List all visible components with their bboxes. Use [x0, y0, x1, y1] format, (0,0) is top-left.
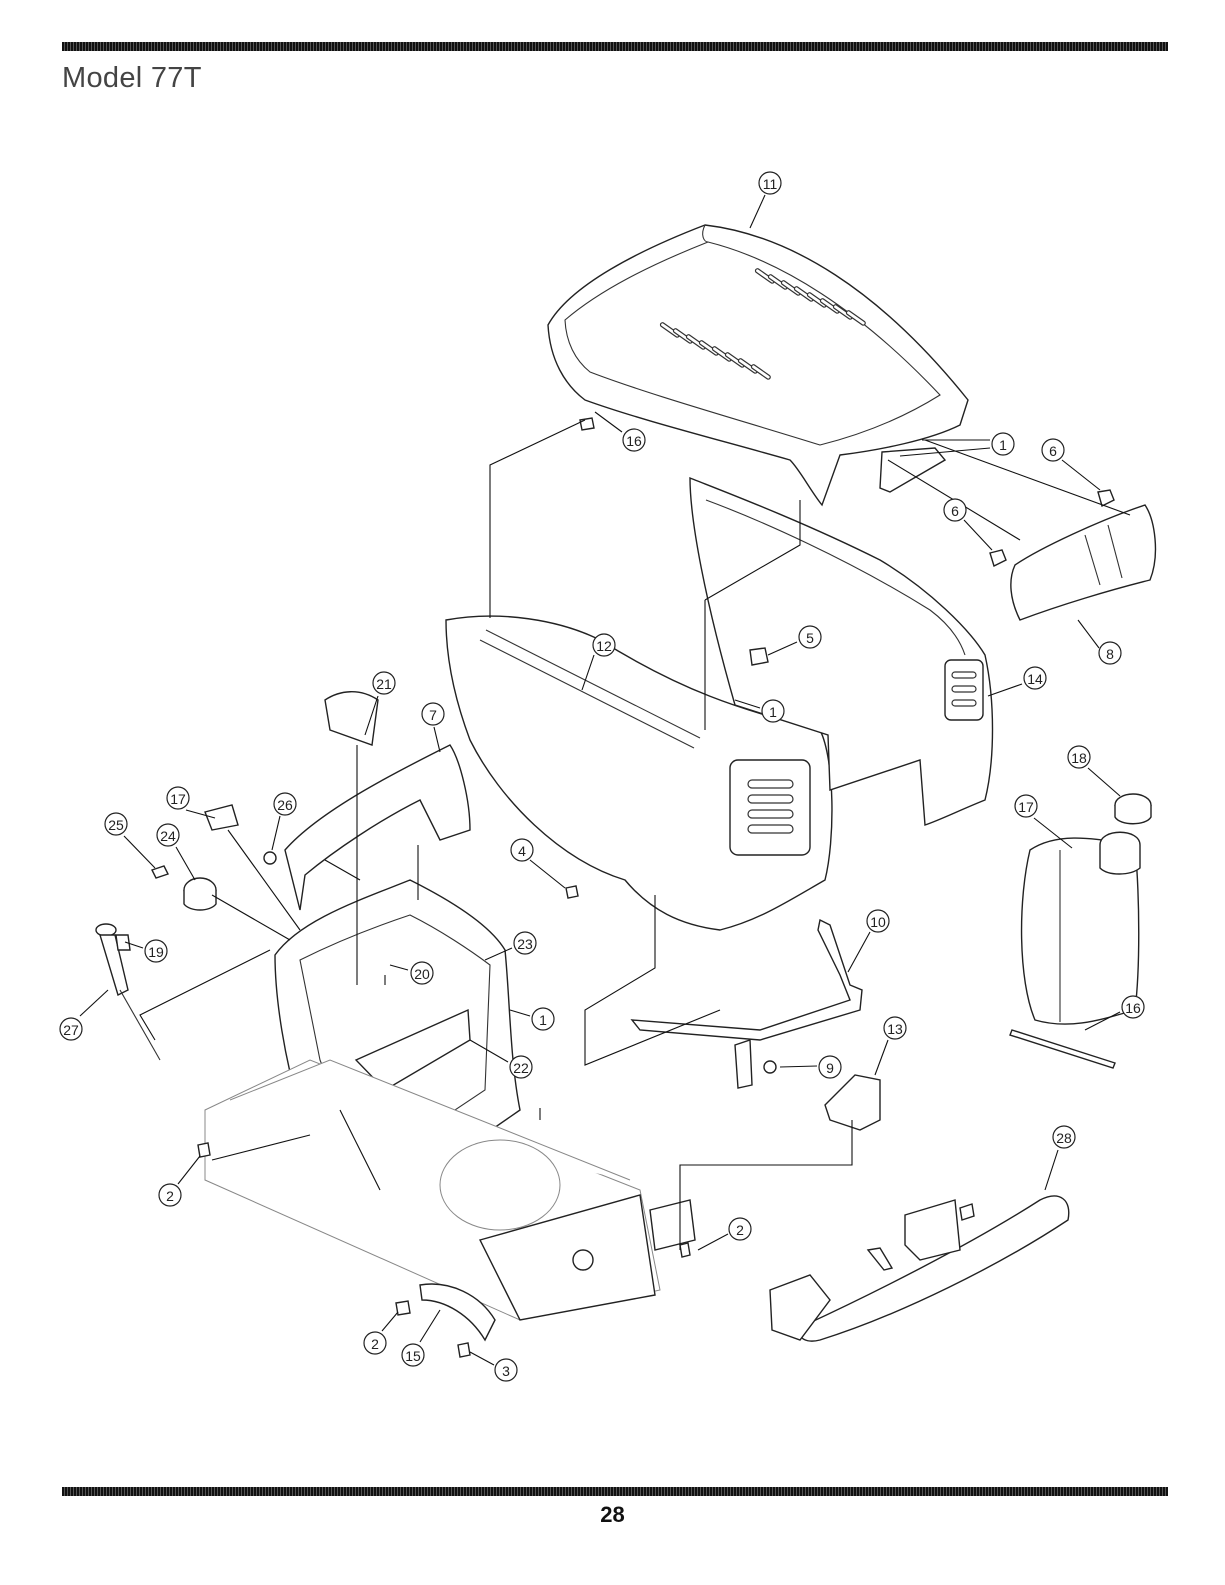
fuel-tank-strap	[1010, 1030, 1115, 1068]
callout-2: 2	[159, 1184, 181, 1206]
callout-25: 25	[105, 813, 127, 835]
callout-27: 27	[60, 1018, 82, 1040]
callout-number: 15	[405, 1348, 421, 1364]
callout-number: 27	[63, 1022, 79, 1038]
callout-number: 2	[371, 1336, 379, 1352]
callout-number: 1	[999, 437, 1007, 453]
callout-number: 5	[806, 630, 814, 646]
callout-number: 16	[1125, 1000, 1141, 1016]
callout-28: 28	[1053, 1126, 1075, 1148]
callout-17: 17	[1015, 795, 1037, 817]
callout-10: 10	[867, 910, 889, 932]
switch-17	[205, 805, 238, 830]
callout-number: 18	[1071, 750, 1087, 766]
callout-number: 24	[160, 828, 176, 844]
callout-number: 3	[502, 1363, 510, 1379]
fuel-cap-part	[1115, 794, 1151, 824]
bottom-rule	[62, 1487, 1168, 1496]
callout-1: 1	[992, 433, 1014, 455]
callout-21: 21	[373, 672, 395, 694]
fuel-tank-part	[1022, 832, 1140, 1024]
grille-clip	[750, 648, 768, 665]
callout-number: 8	[1106, 646, 1114, 662]
callout-number: 17	[170, 791, 186, 807]
callout-24: 24	[157, 824, 179, 846]
callout-2: 2	[729, 1218, 751, 1240]
callout-number: 17	[1018, 799, 1034, 815]
callout-number: 22	[513, 1060, 529, 1076]
bolt-2b	[680, 1243, 690, 1257]
callout-26: 26	[274, 793, 296, 815]
callout-number: 10	[870, 914, 886, 930]
callout-2: 2	[364, 1332, 386, 1354]
callout-1: 1	[532, 1008, 554, 1030]
callout-number: 9	[826, 1060, 834, 1076]
callout-18: 18	[1068, 746, 1090, 768]
bolt-2a	[198, 1143, 210, 1157]
callout-12: 12	[593, 634, 615, 656]
callout-number: 16	[626, 433, 642, 449]
callout-number: 28	[1056, 1130, 1072, 1146]
callout-16: 16	[623, 429, 645, 451]
callout-number: 2	[736, 1222, 744, 1238]
hood-fastener-2	[990, 550, 1006, 566]
callout-number: 6	[1049, 443, 1057, 459]
callout-9: 9	[819, 1056, 841, 1078]
callout-7: 7	[422, 703, 444, 725]
callout-3: 3	[495, 1359, 517, 1381]
callout-16: 16	[1122, 996, 1144, 1018]
callout-20: 20	[411, 962, 433, 984]
callout-number: 11	[763, 176, 778, 192]
callout-number: 20	[414, 966, 430, 982]
callout-number: 1	[539, 1012, 547, 1028]
callout-15: 15	[402, 1344, 424, 1366]
callout-number: 1	[769, 704, 777, 720]
nut-26	[264, 852, 276, 864]
callout-14: 14	[1024, 667, 1046, 689]
callout-number: 21	[376, 676, 392, 692]
callout-23: 23	[514, 932, 536, 954]
callout-number: 12	[596, 638, 612, 654]
callout-17: 17	[167, 787, 189, 809]
callout-1: 1	[762, 700, 784, 722]
callout-22: 22	[510, 1056, 532, 1078]
bolt-2c	[396, 1301, 410, 1315]
hitch-pin	[868, 1248, 892, 1270]
callout-number: 23	[517, 936, 533, 952]
front-bumper-part	[770, 1196, 1069, 1341]
ignition-switch-part	[184, 878, 216, 910]
dash-panel-part	[285, 745, 470, 910]
bolt-3	[458, 1343, 470, 1357]
callout-6: 6	[1042, 439, 1064, 461]
callout-number: 2	[166, 1188, 174, 1204]
callout-number: 14	[1027, 671, 1043, 687]
callout-number: 13	[887, 1021, 903, 1037]
headlight-lens-part	[1011, 505, 1156, 620]
callout-8: 8	[1099, 642, 1121, 664]
callout-number: 6	[951, 503, 959, 519]
page-number: 28	[0, 1502, 1225, 1528]
callout-5: 5	[799, 626, 821, 648]
callout-6: 6	[944, 499, 966, 521]
callout-13: 13	[884, 1017, 906, 1039]
callout-number: 25	[108, 817, 124, 833]
hood-bumper-pad	[580, 418, 594, 430]
callout-number: 19	[148, 944, 164, 960]
callout-number: 4	[518, 843, 526, 859]
bolt-4	[566, 886, 578, 898]
callout-number: 26	[277, 797, 293, 813]
callout-4: 4	[511, 839, 533, 861]
callout-19: 19	[145, 940, 167, 962]
callout-11: 11	[759, 172, 781, 194]
callout-number: 7	[429, 707, 437, 723]
bolt-9	[764, 1061, 776, 1073]
